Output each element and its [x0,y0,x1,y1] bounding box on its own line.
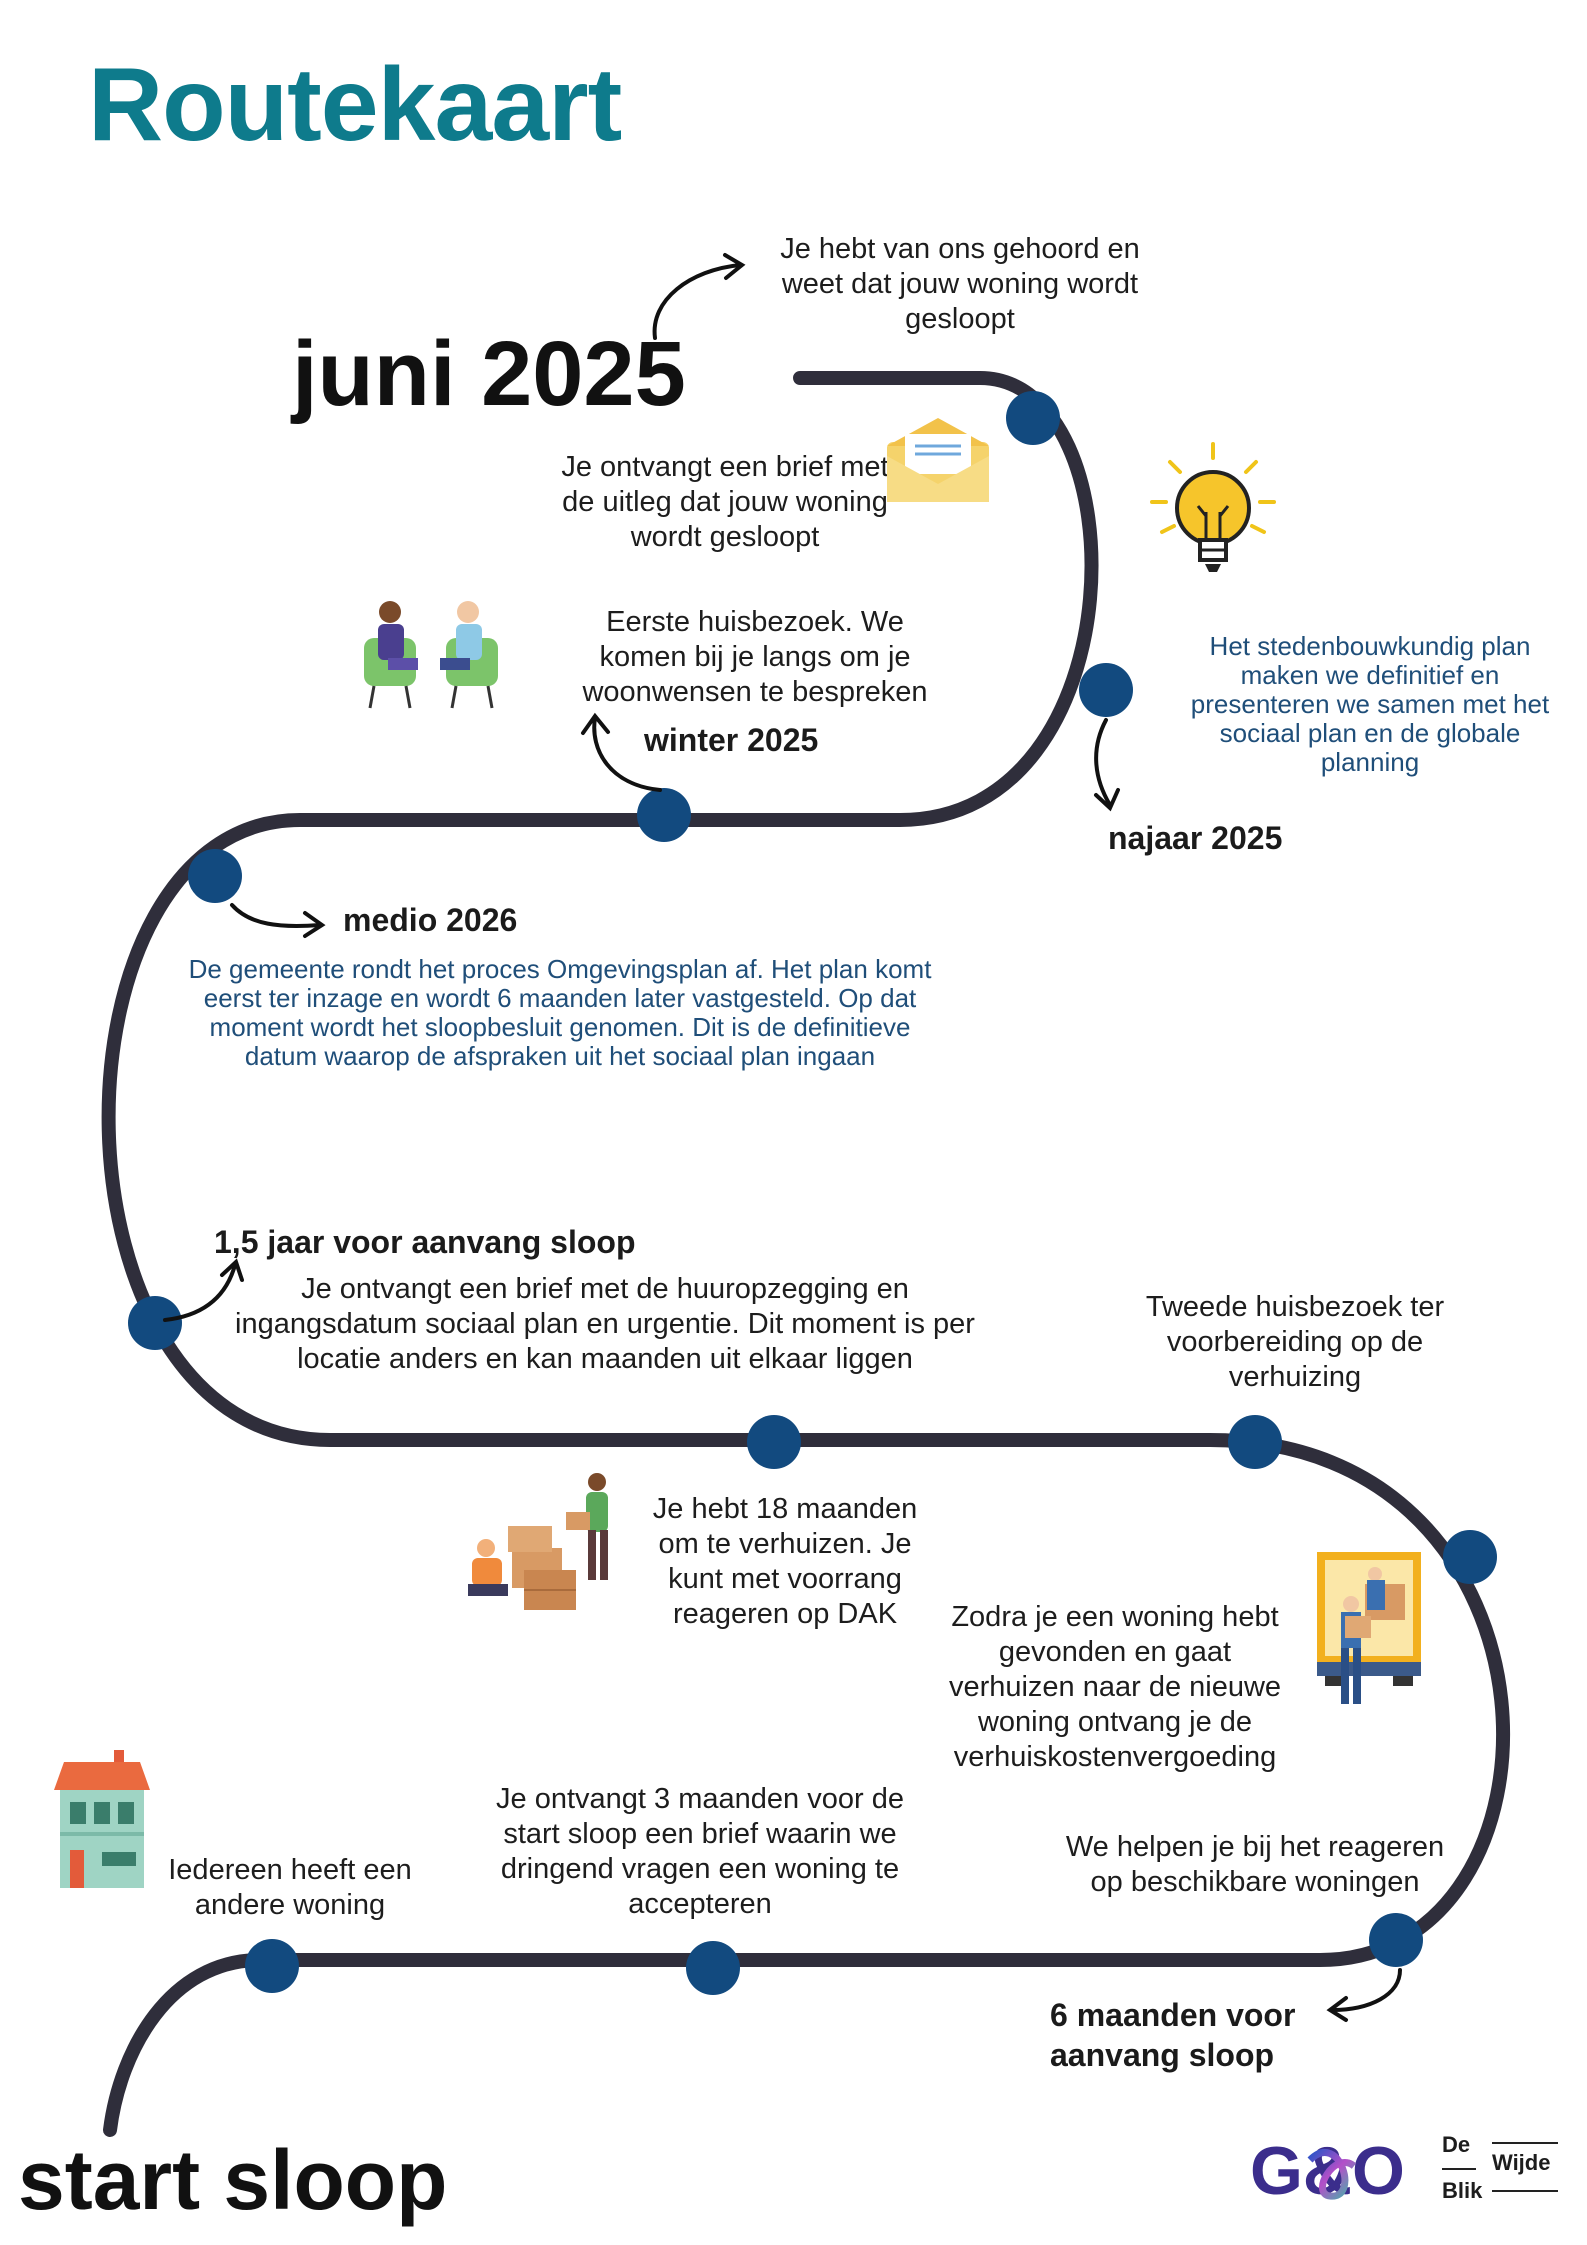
milestone-dot-year15 [128,1296,182,1350]
envelope-icon [887,418,989,502]
wijde-logo-name: Wijde [1492,2150,1551,2175]
milestone-help: We helpen je bij het reageren op beschik… [1065,1831,1445,1898]
arrow-to-months6 [1330,1968,1402,2012]
milestone-months3: Je ontvangt 3 maanden voor de start sloo… [496,1783,904,1920]
months6-label: 6 maanden voor aanvang sloop [1050,1997,1296,2073]
arrow-to-medio [230,903,322,928]
milestone-visit1: Eerste huisbezoek. We komen bij je langs… [582,606,928,708]
wijde-logo-divider-left [1442,2168,1476,2170]
arrow-to-heard [652,263,742,340]
wijde-blik-logo: De Wijde Blik [1442,2132,1562,2212]
arrow-head-medio [303,911,326,938]
milestone-dot-medio [188,849,242,903]
go-logo: G&O [1250,2130,1410,2210]
milestone-dot-vergoeding [1443,1530,1497,1584]
milestone-vergoeding: Zodra je een woning hebt gevonden en gaa… [948,1601,1282,1773]
start-label: juni 2025 [292,323,686,425]
arrow-head-winter [581,712,610,735]
arrow-head-months6 [1326,1996,1348,2022]
najaar-label: najaar 2025 [1108,820,1283,856]
moving-truck-icon [1317,1552,1421,1704]
route-path [101,371,1510,2137]
milestone-omgevingsplan: De gemeente rondt het proces Omgevingspl… [188,954,932,1071]
milestone-dot-months18 [747,1415,801,1469]
winter-label: winter 2025 [644,722,819,758]
milestone-dot-winter [637,788,691,842]
end-label: start sloop [18,2133,448,2227]
lightbulb-icon [1150,442,1276,572]
milestone-dot-letter [1006,391,1060,445]
house-icon [54,1750,150,1888]
milestone-visit2: Tweede huisbezoek ter voorbereiding op d… [1145,1291,1445,1393]
wijde-logo-line-bottom [1492,2190,1558,2192]
milestone-everyone: Iedereen heeft een andere woning [168,1854,412,1921]
milestone-urban-plan: Het stedenbouwkundig plan maken we defin… [1190,631,1550,777]
arrow-head-heard [723,253,746,280]
arrow-to-year15 [163,1263,237,1322]
arrow-head-year15 [220,1258,244,1282]
arrow-to-najaar [1094,718,1112,807]
milestone-dot-months6 [1369,1913,1423,1967]
milestone-huuropzegging: Je ontvangt een brief met de huuropzeggi… [235,1273,975,1375]
conversation-icon [364,601,498,709]
milestone-months18: Je hebt 18 maanden om te verhuizen. Je k… [652,1493,918,1630]
go-logo-mark: G&O [1250,2133,1405,2209]
wijde-logo-de: De [1442,2132,1471,2157]
milestone-dot-najaar [1079,663,1133,717]
milestone-letter: Je ontvangt een brief met de uitleg dat … [561,451,889,553]
moving-boxes-icon [468,1473,608,1610]
arrow-head-najaar [1094,788,1120,812]
milestone-dot-everyone [245,1939,299,1993]
page-title: Routekaart [88,47,622,163]
year15-label: 1,5 jaar voor aanvang sloop [214,1224,636,1260]
milestone-heard: Je hebt van ons gehoord en weet dat jouw… [780,233,1140,335]
wijde-logo-blik: Blik [1442,2178,1483,2203]
milestone-dot-months3 [686,1941,740,1995]
arrow-to-winter [592,716,662,792]
medio-label: medio 2026 [343,902,518,938]
milestone-dot-visit2 [1228,1415,1282,1469]
wijde-logo-line-top [1492,2142,1558,2144]
